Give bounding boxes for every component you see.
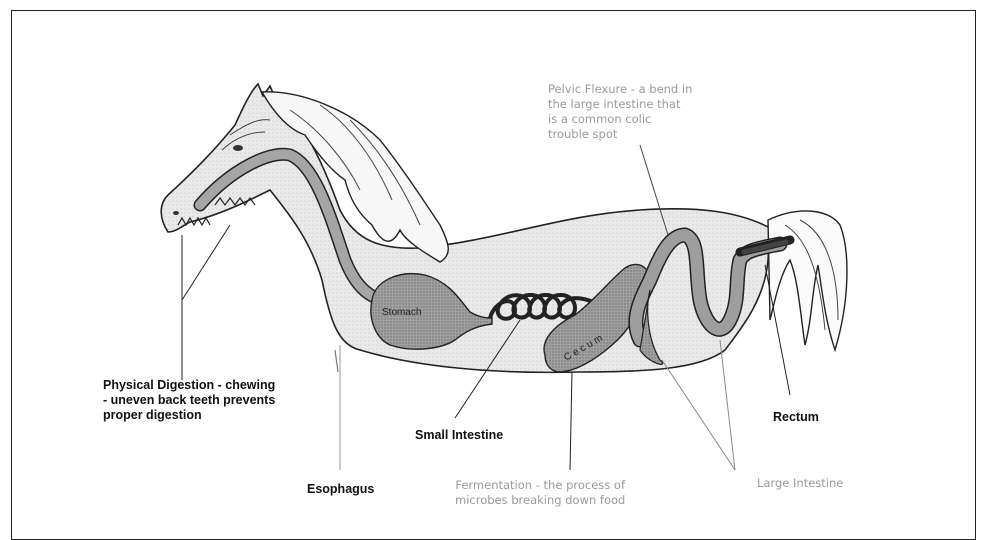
horse-eye — [233, 145, 243, 151]
pelvic-flexure-label: Pelvic Flexure - a bend in the large int… — [548, 82, 692, 142]
foreleg-edge — [335, 350, 338, 372]
horse-nostril — [173, 211, 179, 215]
large-intestine-label: Large Intestine — [757, 476, 843, 491]
small-intestine-label: Small Intestine — [415, 428, 503, 443]
physical-digestion-label: Physical Digestion - chewing - uneven ba… — [103, 378, 275, 423]
leader-fermentation — [570, 372, 572, 470]
fermentation-label: Fermentation - the process of microbes b… — [455, 478, 625, 508]
stomach-label: Stomach — [382, 307, 421, 318]
leader-physical-digestion-2 — [182, 225, 230, 300]
horse-digestive-diagram: Stomach C e c u m — [0, 0, 981, 524]
esophagus-label: Esophagus — [307, 482, 374, 497]
rectum-label: Rectum — [773, 410, 819, 425]
